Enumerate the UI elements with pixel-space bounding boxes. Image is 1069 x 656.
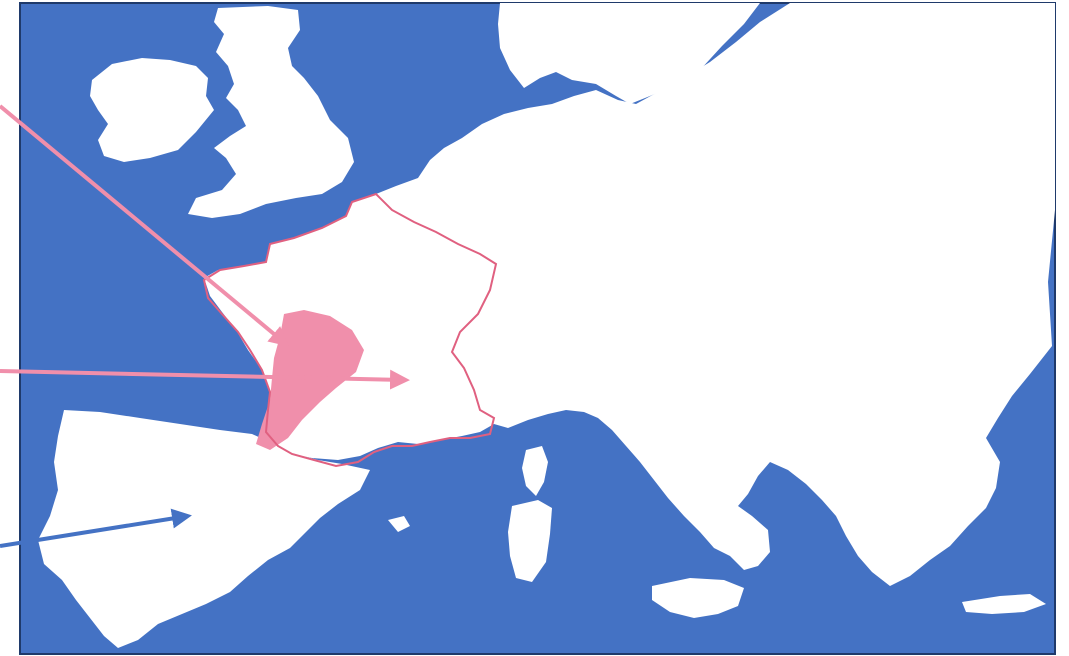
crete-landmass (962, 594, 1046, 614)
arrow-pink-diagonal (0, 104, 290, 347)
balearic-island (388, 516, 410, 532)
corsica-landmass (522, 446, 548, 496)
scandinavia-landmass (498, 3, 760, 104)
france-border (202, 192, 498, 468)
sicily-landmass (652, 578, 744, 618)
mainland-europe-landmass (204, 3, 1055, 586)
iberia-landmass (38, 410, 370, 648)
arrow-blue (0, 508, 192, 548)
great-britain-landmass (188, 6, 354, 218)
sardinia-landmass (508, 500, 552, 582)
ireland-landmass (90, 58, 214, 162)
arrow-pink-horizontal (0, 369, 410, 390)
